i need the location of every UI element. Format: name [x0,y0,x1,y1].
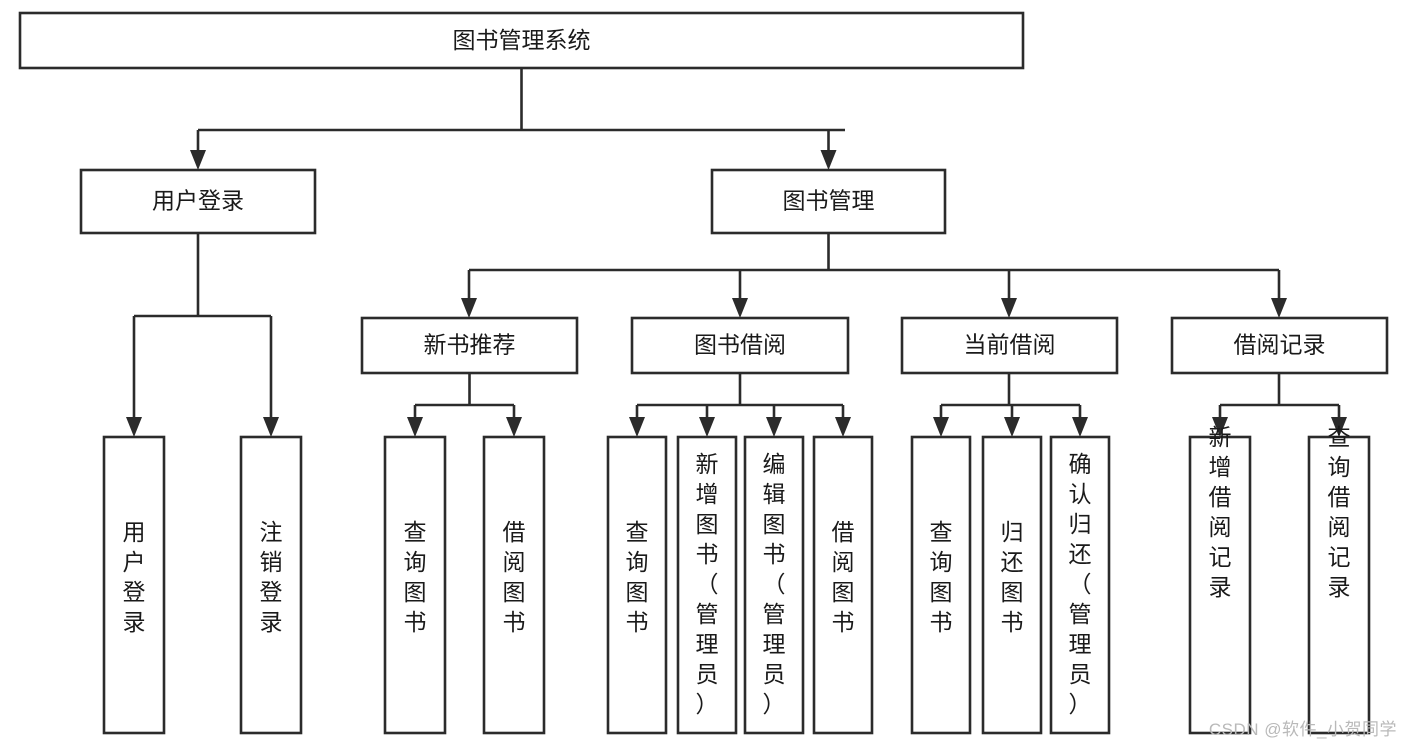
leaf-box-query-borrow-record[interactable] [1307,435,1371,735]
leaf-add-book-admin[interactable]: 新增图书（管理员） [676,435,738,735]
node-label-book-management: 图书管理 [783,188,875,214]
leaf-box-logout[interactable] [239,435,303,735]
node-label-borrow-record: 借阅记录 [1234,332,1326,358]
node-user-login[interactable]: 用户登录 [79,168,317,235]
arrowhead-borrow-leaf-4 [835,417,851,437]
arrowhead-current-leaf-2 [1004,417,1020,437]
leaf-box-edit-book-admin[interactable] [743,435,805,735]
arrowhead-recommend-leaf-2 [506,417,522,437]
leaf-query-book-recommend[interactable]: 查询图书 [383,435,447,735]
leaf-label-user-login: 用户登录 [123,519,146,635]
arrowhead-to-current-borrow [1001,298,1017,318]
node-book-management[interactable]: 图书管理 [710,168,947,235]
arrowhead-to-borrow-record [1271,298,1287,318]
arrowhead-current-leaf-3 [1072,417,1088,437]
leaf-label-borrow-book: 借阅图书 [832,519,855,635]
node-book-borrow[interactable]: 图书借阅 [630,316,850,375]
leaf-borrow-book-recommend[interactable]: 借阅图书 [482,435,546,735]
arrowhead-borrow-leaf-1 [629,417,645,437]
leaf-confirm-return-admin[interactable]: 确认归还（管理员） [1049,435,1111,735]
leaf-box-query-book-recommend[interactable] [383,435,447,735]
leaf-label-logout: 注销登录 [260,519,283,635]
arrowhead-to-book-management [820,150,837,170]
node-new-book-recommend[interactable]: 新书推荐 [360,316,579,375]
leaf-box-confirm-return-admin[interactable] [1049,435,1111,735]
leaf-query-book-borrow[interactable]: 查询图书 [606,435,668,735]
arrowhead-borrow-leaf-3 [766,417,782,437]
arrowhead-to-new-book-recommend [461,298,477,318]
node-box-user-login[interactable] [79,168,317,235]
leaf-add-borrow-record[interactable]: 新增借阅记录 [1188,424,1252,735]
node-box-new-book-recommend[interactable] [360,316,579,375]
node-label-book-borrow: 图书借阅 [694,332,786,358]
node-label-user-login: 用户登录 [152,188,244,214]
csdn-watermark: CSDN @软件_小贺同学 [1208,720,1397,739]
leaf-label-query-book-recommend: 查询图书 [404,519,427,635]
leaf-edit-book-admin[interactable]: 编辑图书（管理员） [743,435,805,735]
leaf-borrow-book[interactable]: 借阅图书 [812,435,874,735]
node-current-borrow[interactable]: 当前借阅 [900,316,1119,375]
node-borrow-record[interactable]: 借阅记录 [1170,316,1389,375]
arrowhead-to-user-login [190,150,206,170]
arrowhead-recommend-leaf-1 [407,417,423,437]
leaf-box-add-book-admin[interactable] [676,435,738,735]
leaf-box-user-login[interactable] [102,435,166,735]
leaf-user-login[interactable]: 用户登录 [102,435,166,735]
node-label-root: 图书管理系统 [453,27,591,53]
leaf-box-query-book-current[interactable] [910,435,972,735]
arrowhead-borrow-leaf-2 [699,417,715,437]
leaf-label-query-book-borrow: 查询图书 [626,519,649,635]
leaf-box-return-book[interactable] [981,435,1043,735]
arrowhead-current-leaf-1 [933,417,949,437]
leaf-label-confirm-return-admin: 确认归还（管理员） [1069,451,1092,717]
node-box-borrow-record[interactable] [1170,316,1389,375]
arrowhead-to-book-borrow [732,298,748,318]
arrowhead-record-leaf-2 [1331,417,1347,437]
arrowhead-record-leaf-1 [1212,417,1228,437]
leaf-query-book-current[interactable]: 查询图书 [910,435,972,735]
connector-layer [126,68,1347,437]
leaf-logout[interactable]: 注销登录 [239,435,303,735]
leaf-label-query-book-current: 查询图书 [930,519,953,635]
node-box-root[interactable] [18,11,1025,70]
node-book-management-system[interactable]: 图书管理系统 [18,11,1025,70]
leaf-return-book[interactable]: 归还图书 [981,435,1043,735]
leaf-box-add-borrow-record[interactable] [1188,435,1252,735]
arrowhead-to-user-login-leaf [126,417,142,437]
leaf-label-edit-book-admin: 编辑图书（管理员） [763,451,786,717]
leaf-label-add-borrow-record: 新增借阅记录 [1209,424,1232,600]
leaf-box-borrow-book-recommend[interactable] [482,435,546,735]
leaf-box-query-book-borrow[interactable] [606,435,668,735]
node-box-book-borrow[interactable] [630,316,850,375]
node-label-new-book-recommend: 新书推荐 [424,332,516,358]
leaf-label-return-book: 归还图书 [1001,519,1024,635]
leaf-label-add-book-admin: 新增图书（管理员） [696,451,719,717]
arrowhead-to-logout-leaf [263,417,279,437]
leaf-query-borrow-record[interactable]: 查询借阅记录 [1307,424,1371,735]
node-label-current-borrow: 当前借阅 [964,332,1056,358]
node-box-current-borrow[interactable] [900,316,1119,375]
node-box-book-management[interactable] [710,168,947,235]
leaf-label-query-borrow-record: 查询借阅记录 [1328,424,1351,600]
leaf-label-borrow-book-recommend: 借阅图书 [503,519,526,635]
leaf-box-borrow-book[interactable] [812,435,874,735]
